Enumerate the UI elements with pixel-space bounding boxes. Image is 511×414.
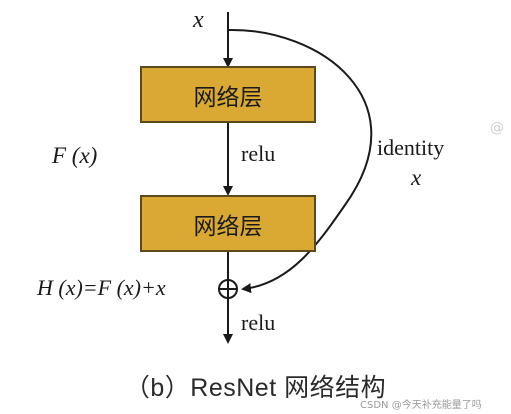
identity-label: identity	[377, 135, 445, 160]
fx-label: F (x)	[52, 143, 98, 168]
watermark-symbol: @	[490, 120, 504, 136]
hx-equation-label: H (x)=F (x)+x	[37, 275, 166, 300]
relu-mid-label: relu	[241, 141, 276, 166]
network-layer-2-box: 网络层	[140, 195, 316, 252]
identity-skip-arrow	[227, 28, 373, 294]
input-x-label: x	[193, 7, 204, 33]
network-layer-1-label: 网络层	[193, 84, 263, 111]
network-layer-2-label: 网络层	[193, 213, 263, 240]
identity-x-label: x	[411, 165, 422, 190]
sum-node-icon	[218, 279, 238, 299]
network-layer-1-box: 网络层	[140, 66, 316, 123]
relu-output-label: relu	[241, 310, 276, 335]
figure-caption: （b）ResNet 网络结构	[124, 374, 387, 402]
watermark-text: CSDN @今天补充能量了吗	[360, 400, 482, 411]
